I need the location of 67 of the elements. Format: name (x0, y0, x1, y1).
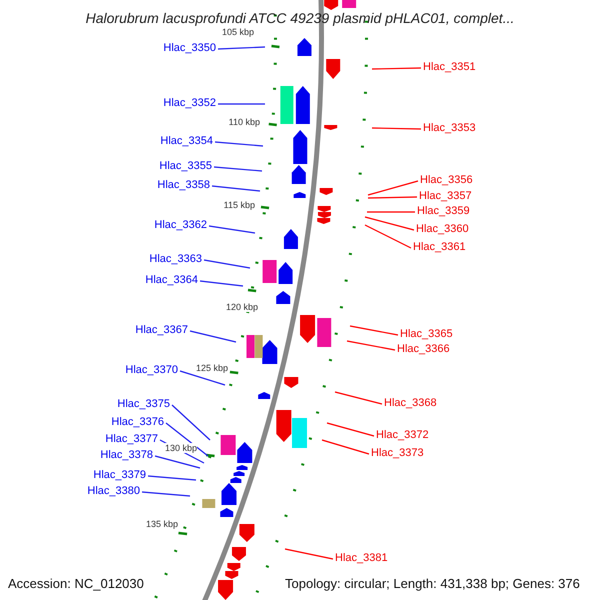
gene-label: Hlac_3356 (420, 173, 473, 187)
leader-line (204, 259, 250, 269)
gene-label: Hlac_3358 (157, 178, 210, 192)
leader-line (218, 46, 266, 50)
gene-label: Hlac_3357 (419, 189, 472, 203)
gene-label: Hlac_3373 (371, 446, 424, 460)
leader-line (364, 224, 412, 249)
scale-label: 135 kbp (146, 519, 178, 529)
leader-line (372, 127, 422, 130)
footer-text: Accession: NC_012030 (8, 575, 144, 593)
leader-line (334, 391, 382, 405)
map-title: Halorubrum lacusprofundi ATCC 49239 plasmid pHLAC01, complet... (84, 9, 516, 28)
leader-line (364, 216, 414, 231)
gene-label: Hlac_3350 (163, 41, 216, 55)
leader-line (372, 67, 422, 70)
leader-line (218, 103, 265, 105)
leader-line (350, 325, 398, 336)
gene-label: Hlac_3364 (145, 273, 198, 287)
leader-line (346, 340, 396, 351)
scale-label: 125 kbp (196, 363, 228, 373)
gene-label: Hlac_3381 (335, 551, 388, 565)
gene-label: Hlac_3361 (413, 240, 466, 254)
leader-line (200, 280, 244, 287)
gene-label: Hlac_3375 (117, 397, 170, 411)
leader-line (322, 439, 370, 455)
leader-line (148, 475, 196, 481)
leader-line (154, 455, 200, 469)
leader-line (368, 180, 418, 196)
scale-label: 110 kbp (228, 117, 260, 127)
gene-label: Hlac_3354 (160, 134, 213, 148)
gene-label: Hlac_3377 (105, 432, 158, 446)
gene-label: Hlac_3365 (400, 327, 453, 341)
leader-line (190, 330, 236, 343)
gene-label: Hlac_3368 (384, 396, 437, 410)
leader-line (368, 196, 418, 199)
gene-label: Hlac_3359 (417, 204, 470, 218)
gene-label: Hlac_3352 (163, 96, 216, 110)
gene-label: Hlac_3380 (87, 484, 140, 498)
leader-line (142, 491, 190, 497)
leader-line (326, 422, 374, 437)
gene-label: Hlac_3362 (154, 218, 207, 232)
scale-label: 130 kbp (164, 443, 197, 453)
leader-line (214, 141, 264, 147)
gene-label: Hlac_3379 (93, 468, 146, 482)
gene-label: Hlac_3353 (423, 121, 476, 135)
leader-line (180, 370, 226, 386)
leader-line (212, 185, 260, 192)
gene-label: Hlac_3351 (423, 60, 476, 74)
leader-line (367, 211, 415, 213)
scale-label: 115 kbp (224, 200, 255, 210)
leader-line (208, 225, 256, 234)
gene-label: Hlac_3360 (416, 222, 469, 236)
gene-label: Hlac_3363 (149, 252, 202, 266)
leader-line (214, 166, 262, 172)
gene-label: Hlac_3376 (111, 415, 164, 429)
gene-label: Hlac_3378 (100, 448, 153, 462)
leader-line (172, 404, 210, 440)
scale-label: 120 kbp (226, 302, 258, 312)
gene-label: Hlac_3370 (125, 363, 178, 377)
scale-label: 105 kbp (222, 27, 254, 37)
gene-label: Hlac_3366 (397, 342, 450, 356)
footer-text: Topology: circular; Length: 431,338 bp; Genes: 376 (285, 575, 580, 593)
gene-label: Hlac_3372 (376, 428, 429, 442)
leader-line (284, 548, 334, 560)
gene-label: Hlac_3367 (135, 323, 188, 337)
leader-line (166, 422, 208, 456)
gene-label: Hlac_3355 (159, 159, 212, 173)
